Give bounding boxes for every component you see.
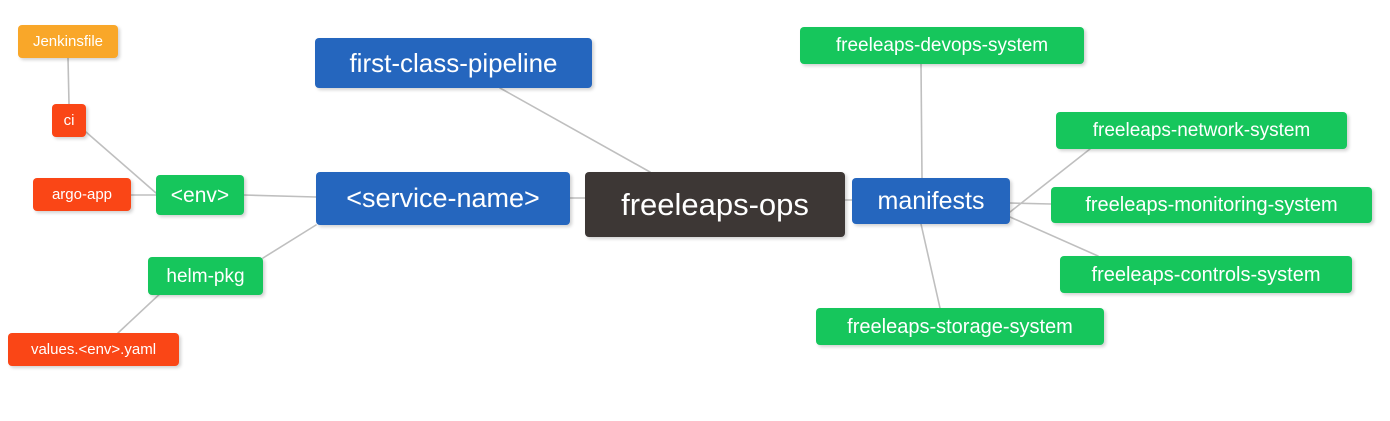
- node-label-network-sys: freeleaps-network-system: [1092, 120, 1311, 141]
- node-label-values-yaml: values.<env>.yaml: [30, 341, 157, 358]
- node-label-devops-sys: freeleaps-devops-system: [835, 35, 1049, 56]
- node-monitoring-sys[interactable]: freeleaps-monitoring-system: [1051, 187, 1372, 223]
- edge-manifests-to-monitoring-sys: [1009, 202, 1052, 205]
- node-service-name[interactable]: <service-name>: [316, 172, 570, 225]
- node-label-root: freeleaps-ops: [621, 187, 809, 222]
- node-label-pipeline: first-class-pipeline: [349, 48, 558, 78]
- node-env[interactable]: <env>: [156, 175, 244, 215]
- node-network-sys[interactable]: freeleaps-network-system: [1056, 112, 1347, 149]
- node-ci[interactable]: ci: [52, 104, 86, 137]
- node-helm-pkg[interactable]: helm-pkg: [148, 257, 263, 295]
- node-label-service-name: <service-name>: [346, 183, 540, 213]
- node-label-manifests: manifests: [877, 186, 985, 215]
- node-label-storage-sys: freeleaps-storage-system: [847, 315, 1073, 338]
- node-manifests[interactable]: manifests: [852, 178, 1010, 224]
- node-label-jenkinsfile: Jenkinsfile: [32, 33, 104, 50]
- node-storage-sys[interactable]: freeleaps-storage-system: [816, 308, 1104, 345]
- edge-manifests-to-storage-sys: [920, 223, 941, 309]
- edge-jenkinsfile-to-ci: [67, 57, 70, 105]
- node-label-monitoring-sys: freeleaps-monitoring-system: [1085, 194, 1338, 216]
- node-argo-app[interactable]: argo-app: [33, 178, 131, 211]
- node-label-env: <env>: [170, 183, 230, 207]
- edge-manifests-to-devops-sys: [920, 63, 923, 179]
- edge-service-name-to-helm-pkg: [262, 224, 317, 259]
- edge-env-to-service-name: [243, 194, 317, 198]
- node-pipeline[interactable]: first-class-pipeline: [315, 38, 592, 88]
- node-jenkinsfile[interactable]: Jenkinsfile: [18, 25, 118, 58]
- node-values-yaml[interactable]: values.<env>.yaml: [8, 333, 179, 366]
- node-controls-sys[interactable]: freeleaps-controls-system: [1060, 256, 1352, 293]
- node-label-helm-pkg: helm-pkg: [166, 265, 245, 287]
- edge-pipeline-to-root: [499, 87, 651, 173]
- node-label-argo-app: argo-app: [51, 186, 113, 203]
- node-label-ci: ci: [63, 112, 75, 129]
- node-root[interactable]: freeleaps-ops: [585, 172, 845, 237]
- node-devops-sys[interactable]: freeleaps-devops-system: [800, 27, 1084, 64]
- node-label-controls-sys: freeleaps-controls-system: [1091, 263, 1321, 286]
- edge-helm-pkg-to-values-yaml: [117, 289, 165, 334]
